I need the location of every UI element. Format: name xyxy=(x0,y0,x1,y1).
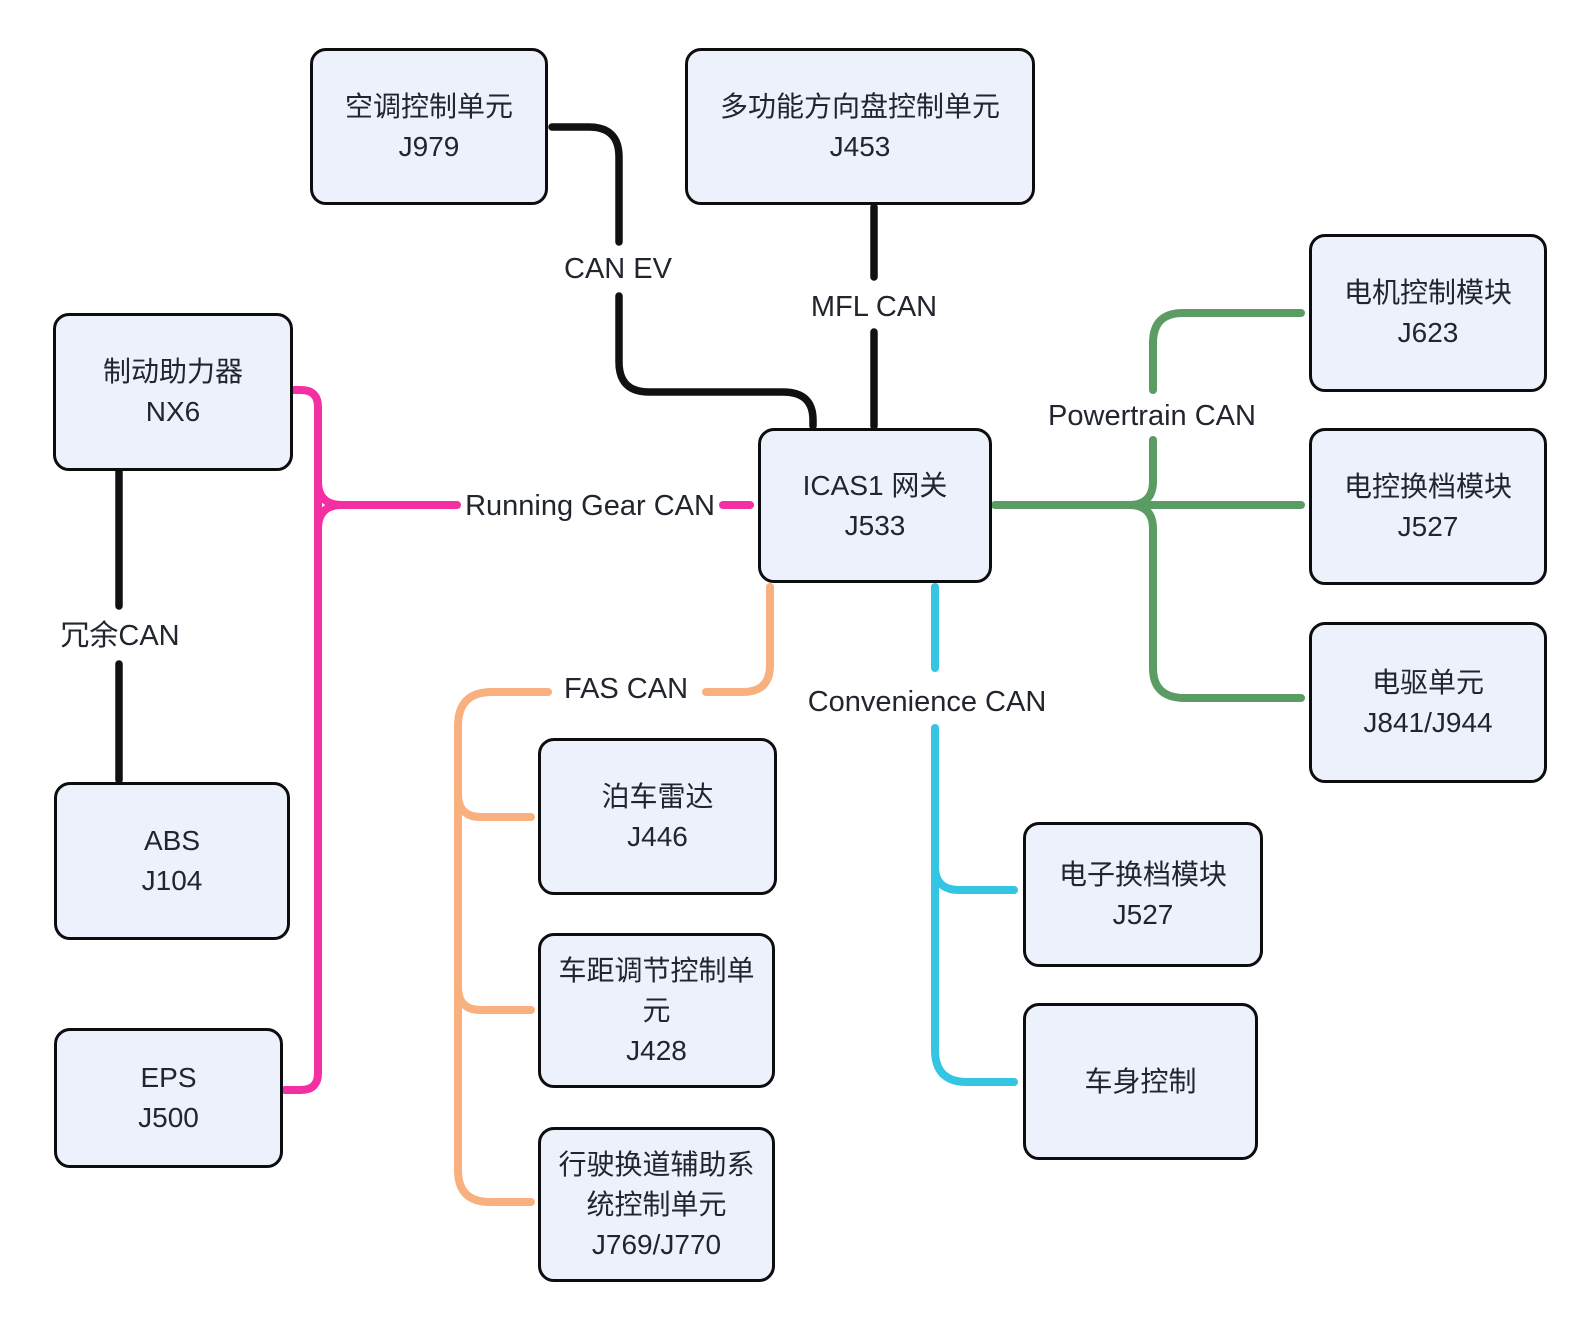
node-label: 电控换档模块 xyxy=(1343,470,1512,502)
edge-fas-from-gateway xyxy=(702,583,774,696)
node-code: J527 xyxy=(1112,898,1174,930)
node-lane-change-assist-unit[interactable]: 行驶换道辅助系 统控制单元 J769/J770 xyxy=(538,1127,775,1282)
node-multifunction-steering-wheel[interactable]: 多功能方向盘控制单元 J453 xyxy=(685,48,1035,205)
edge-label-mfl-can: MFL CAN xyxy=(810,291,938,323)
node-edrive-unit[interactable]: 电驱单元 J841/J944 xyxy=(1309,622,1547,783)
node-code: J446 xyxy=(627,820,688,852)
node-brake-booster[interactable]: 制动助力器 NX6 xyxy=(53,313,293,471)
node-code: J769/J770 xyxy=(591,1228,722,1260)
node-label2: 元 xyxy=(642,994,671,1026)
node-code: NX6 xyxy=(145,396,201,427)
edge-powertrain-down xyxy=(1149,525,1305,702)
edge-label-fas-can: FAS CAN xyxy=(563,673,689,705)
edge-label-powertrain-can: Powertrain CAN xyxy=(1048,400,1256,432)
node-label: 行驶换道辅助系 xyxy=(558,1148,755,1180)
node-abs[interactable]: ABS J104 xyxy=(54,782,290,940)
node-distance-control-unit[interactable]: 车距调节控制单 元 J428 xyxy=(538,933,775,1088)
edge-running-gear-trunk xyxy=(281,386,322,1094)
edge-label-running-gear-can: Running Gear CAN xyxy=(465,490,715,522)
node-label: 制动助力器 xyxy=(102,356,243,387)
edge-fas-trunk xyxy=(454,688,552,1206)
node-label: 泊车雷达 xyxy=(601,780,714,812)
edge-running-gear-branch xyxy=(314,477,461,533)
edge-convenience-branch xyxy=(931,862,1018,894)
node-label: 多功能方向盘控制单元 xyxy=(719,90,1000,122)
edge-powertrain-up xyxy=(1149,309,1305,485)
node-eps[interactable]: EPS J500 xyxy=(54,1028,283,1168)
node-label: ABS xyxy=(143,825,201,856)
node-label: 车身控制 xyxy=(1084,1065,1197,1097)
node-icas1-gateway[interactable]: ICAS1 网关 J533 xyxy=(758,428,992,583)
edge-convenience-trunk xyxy=(931,724,1018,1086)
edge-fas-branch-acc xyxy=(454,983,535,1014)
node-code: J500 xyxy=(138,1102,199,1133)
node-label: 空调控制单元 xyxy=(344,90,513,122)
node-code: J979 xyxy=(398,130,460,162)
edge-label-convenience-can: Convenience CAN xyxy=(807,686,1047,718)
edge-label-redundant-can: 冗余CAN xyxy=(60,620,180,652)
node-label: 车距调节控制单 xyxy=(558,954,755,986)
node-label: ICAS1 网关 xyxy=(802,469,948,501)
node-aircon-control-unit[interactable]: 空调控制单元 J979 xyxy=(310,48,548,205)
node-eshift-module-convenience[interactable]: 电子换档模块 J527 xyxy=(1023,822,1263,967)
node-code: J527 xyxy=(1397,510,1459,542)
node-label: EPS xyxy=(140,1062,197,1093)
edge-can-ev xyxy=(548,123,817,430)
node-code: J104 xyxy=(141,865,203,896)
node-code: J623 xyxy=(1397,317,1459,348)
node-label: 电子换档模块 xyxy=(1058,858,1227,890)
node-eshift-module-powertrain[interactable]: 电控换档模块 J527 xyxy=(1309,428,1547,585)
node-code: J453 xyxy=(829,130,891,162)
node-parking-radar[interactable]: 泊车雷达 J446 xyxy=(538,738,777,895)
edge-fas-branch-radar xyxy=(454,790,535,821)
node-code: J841/J944 xyxy=(1363,706,1493,738)
node-label: 电驱单元 xyxy=(1371,666,1484,698)
node-code: J533 xyxy=(844,509,906,541)
edge-label-can-ev: CAN EV xyxy=(564,253,672,285)
node-label: 电机控制模块 xyxy=(1343,277,1512,308)
node-label2: 统控制单元 xyxy=(586,1188,727,1220)
node-motor-control-module[interactable]: 电机控制模块 J623 xyxy=(1309,234,1547,392)
node-code: J428 xyxy=(626,1034,687,1066)
node-body-control[interactable]: 车身控制 xyxy=(1023,1003,1258,1160)
